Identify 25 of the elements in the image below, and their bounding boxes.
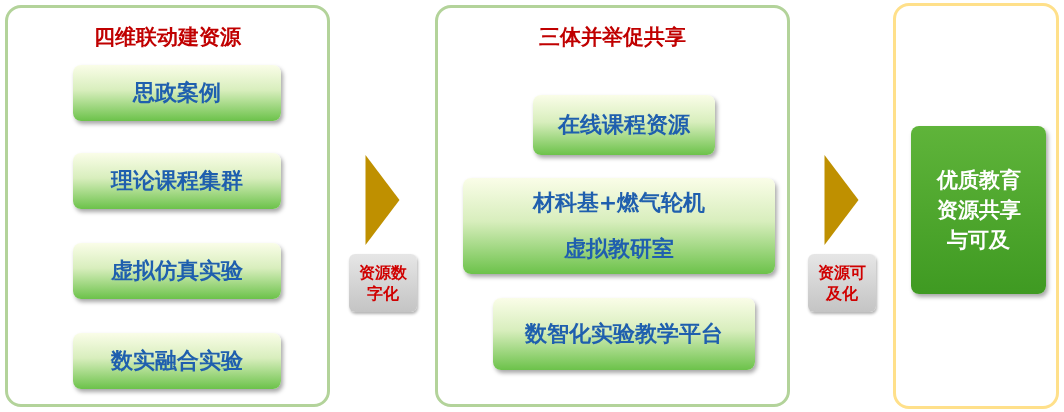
resource-box xyxy=(463,178,775,274)
resource-box xyxy=(73,243,281,299)
edge-label: 资源可及化 xyxy=(807,254,876,312)
resource-box xyxy=(73,153,281,209)
resource-box xyxy=(533,95,715,155)
box-label: 材科基+燃气轮机虚拟教研室 xyxy=(531,189,707,263)
resource-box xyxy=(73,333,281,389)
result-text: 优质教育资源共享与可及 xyxy=(935,167,1022,254)
box-label: 理论课程集群 xyxy=(111,167,243,195)
group-panel xyxy=(893,3,1059,409)
resource-box xyxy=(73,65,281,121)
chevron-arrow xyxy=(824,155,859,245)
panel-title: 三体并举促共享 xyxy=(538,24,687,51)
box-label: 思政案例 xyxy=(133,79,221,107)
box-label: 数实融合实验 xyxy=(111,347,243,375)
group-panel xyxy=(435,5,790,407)
chevron-arrow xyxy=(365,155,400,245)
resource-box xyxy=(493,298,755,370)
box-label: 虚拟仿真实验 xyxy=(111,257,243,285)
result-box xyxy=(911,126,1046,294)
group-panel xyxy=(5,5,330,407)
panel-title: 四维联动建资源 xyxy=(93,24,242,51)
edge-label: 资源数字化 xyxy=(348,254,417,312)
box-label: 数智化实验教学平台 xyxy=(525,320,723,348)
box-label: 在线课程资源 xyxy=(558,111,690,139)
